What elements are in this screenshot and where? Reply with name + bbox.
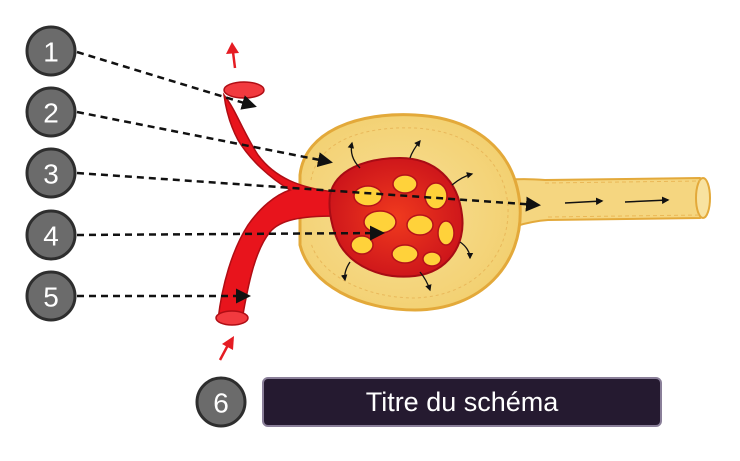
svg-text:2: 2 <box>43 98 59 129</box>
leader-line-1 <box>76 50 257 110</box>
leader-lines <box>76 50 541 304</box>
blood-vessels <box>215 81 336 326</box>
arrow-up-icon <box>226 42 239 69</box>
leader-line-2 <box>76 110 333 168</box>
svg-text:1: 1 <box>43 37 59 68</box>
label-badge-4: 4 <box>25 209 77 261</box>
label-badge-2: 2 <box>25 86 77 138</box>
diagram-title-box: Titre du schéma <box>262 377 662 427</box>
svg-text:6: 6 <box>213 388 229 419</box>
filtration-arrows <box>340 139 474 292</box>
svg-text:3: 3 <box>43 159 59 190</box>
svg-text:4: 4 <box>43 221 59 252</box>
leader-line-4 <box>76 225 385 241</box>
glomerulus <box>328 156 464 278</box>
diagram-title-text: Titre du schéma <box>365 386 559 417</box>
leader-line-3 <box>76 171 541 212</box>
label-badge-3: 3 <box>25 147 77 199</box>
label-badge-5: 5 <box>25 270 77 322</box>
label-badge-6: 6 <box>195 376 247 428</box>
label-badge-1: 1 <box>25 25 77 77</box>
arrow-down-icon <box>218 336 234 361</box>
svg-text:5: 5 <box>43 282 59 313</box>
